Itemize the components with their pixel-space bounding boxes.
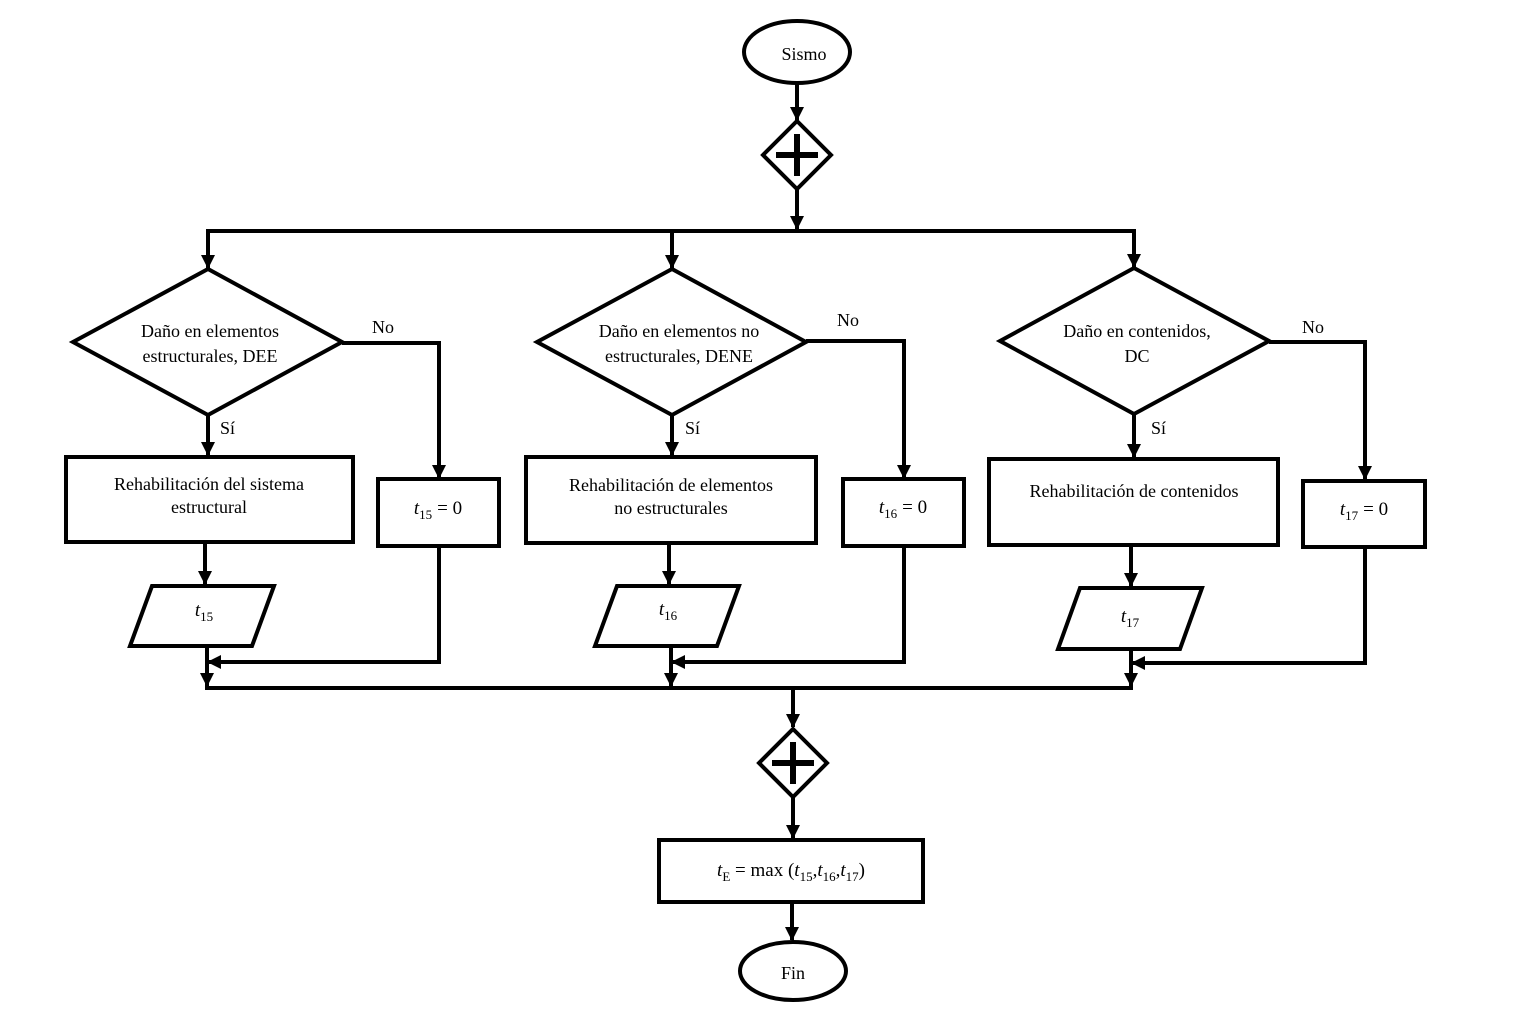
end-terminal: Fin — [738, 940, 848, 1002]
connector-zero-to-merge-dc — [1131, 547, 1367, 670]
no-label-dee: No — [372, 317, 394, 337]
branch-dc: Daño en contenidos, DC No Sí Rehabilitac… — [987, 265, 1427, 687]
connector-zero-to-merge-dee — [207, 546, 441, 669]
decision-dene-line1: Daño en elementos no — [599, 321, 759, 341]
yes-label-dee: Sí — [220, 418, 235, 438]
assignment-t17-zero — [1301, 479, 1427, 549]
decision-dee-line1: Daño en elementos — [141, 321, 279, 341]
connector-no-dee — [342, 341, 446, 479]
process-dc-line1: Rehabilitación de contenidos — [1030, 481, 1239, 501]
decision-dene — [532, 266, 811, 418]
decision-dee — [68, 266, 347, 418]
process-dc — [987, 457, 1280, 547]
yes-label-dene: Sí — [685, 418, 700, 438]
no-label-dene: No — [837, 310, 859, 330]
decision-dc — [995, 265, 1274, 417]
decision-dc-line1: Daño en contenidos, — [1063, 321, 1210, 341]
process-dene — [524, 455, 818, 545]
connector-zero-to-merge-dene — [671, 546, 906, 669]
parallel-fork-gateway — [760, 118, 834, 192]
output-t17 — [1055, 586, 1205, 651]
process-dee-line2: estructural — [171, 497, 247, 517]
no-label-dc: No — [1302, 317, 1324, 337]
process-dene-line1: Rehabilitación de elementos — [569, 475, 773, 495]
output-t16 — [592, 584, 742, 648]
process-dee-line1: Rehabilitación del sistema — [114, 474, 304, 494]
output-t15 — [127, 584, 277, 648]
assignment-t15-text: t15= 0 — [414, 498, 462, 522]
assignment-t16-zero — [841, 477, 966, 548]
yes-label-dc: Sí — [1151, 418, 1166, 438]
start-terminal: Sismo — [742, 19, 852, 85]
assignment-t17-text: t17= 0 — [1340, 499, 1388, 523]
end-label: Fin — [781, 963, 805, 983]
parallel-join-gateway — [756, 726, 830, 800]
branch-dene: Daño en elementos no estructurales, DENE… — [524, 266, 966, 687]
output-t17-text: t17 — [1121, 606, 1140, 630]
output-t16-text: t16 — [659, 599, 678, 623]
process-dee — [64, 455, 355, 544]
process-dene-line2: no estructurales — [614, 498, 727, 518]
decision-dene-line2: estructurales, DENE — [605, 346, 753, 366]
connector-no-dc — [1269, 340, 1372, 480]
branch-dee: Daño en elementos estructurales, DEE No … — [64, 266, 501, 687]
output-t15-text: t15 — [195, 600, 213, 624]
decision-dc-line2: DC — [1124, 346, 1149, 366]
decision-dee-line2: estructurales, DEE — [143, 346, 278, 366]
connector-no-dene — [806, 339, 911, 479]
assignment-t16-text: t16= 0 — [879, 497, 927, 521]
start-label: Sismo — [781, 44, 826, 64]
final-formula: tE = max (t15,t16,t17) — [717, 860, 865, 884]
final-calculation-box: tE = max (t15,t16,t17) — [657, 838, 925, 904]
